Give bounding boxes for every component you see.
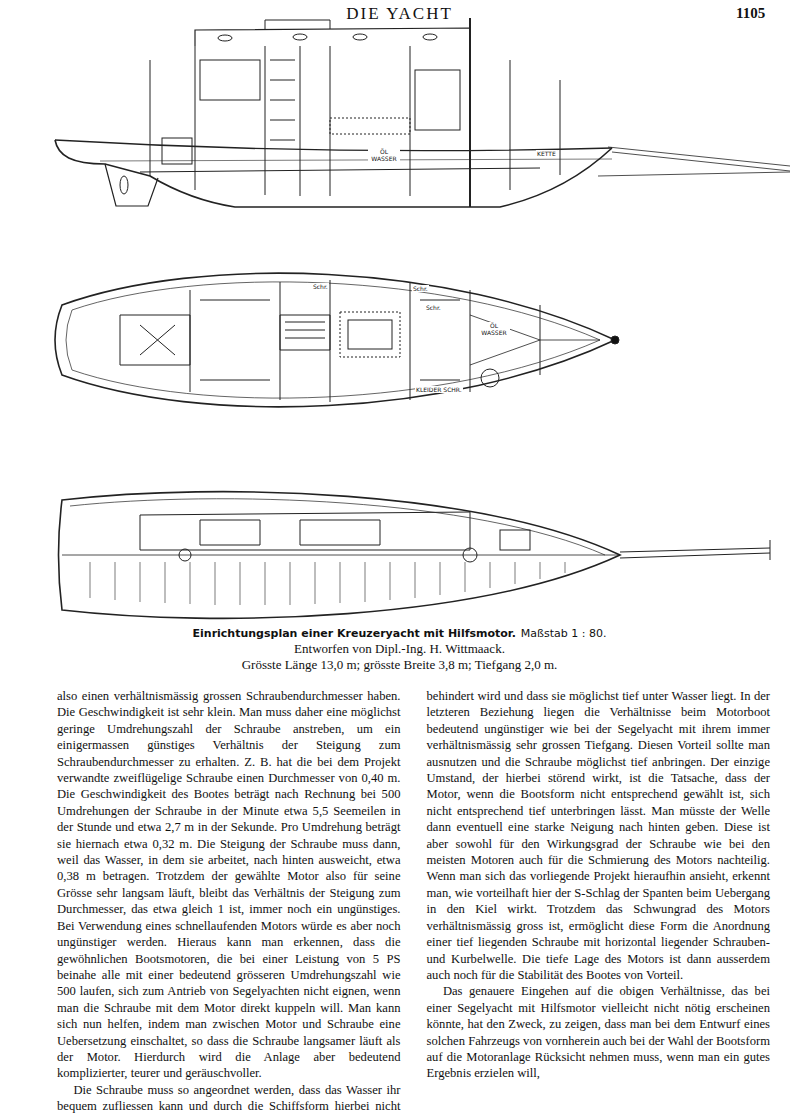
part-label: KETTE	[536, 150, 557, 157]
part-label: ÖL WASSER	[368, 148, 400, 162]
page-header: DIE YACHT	[0, 4, 799, 24]
part-label: Schr.	[312, 283, 329, 290]
body-paragraph: Das genauere Eingehen auf die obigen Ver…	[427, 983, 771, 1081]
body-paragraph: also einen verhältnismässig grossen Schr…	[57, 688, 401, 1082]
caption-line: Einrichtungsplan einer Kreuzeryacht mit …	[0, 626, 799, 641]
plan-view	[55, 273, 619, 407]
part-label: Schr.	[412, 285, 429, 292]
designer-line: Entworfen von Dipl.-Ing. H. Wittmaack.	[0, 641, 799, 657]
page-number: 1105	[736, 5, 765, 22]
dimensions-line: Grösste Länge 13,0 m; grösste Breite 3,8…	[0, 657, 799, 673]
part-label: ÖL WASSER	[478, 322, 510, 336]
body-text: also einen verhältnismässig grossen Schr…	[57, 688, 770, 1115]
part-label: KLEIDER SCHR.	[415, 386, 463, 393]
profile-view	[55, 18, 790, 207]
scale-note: Maßstab 1 : 80.	[521, 627, 607, 640]
deck-view	[59, 492, 771, 619]
part-label: Schr.	[425, 304, 442, 311]
figure-caption: Einrichtungsplan einer Kreuzeryacht mit …	[193, 627, 516, 640]
